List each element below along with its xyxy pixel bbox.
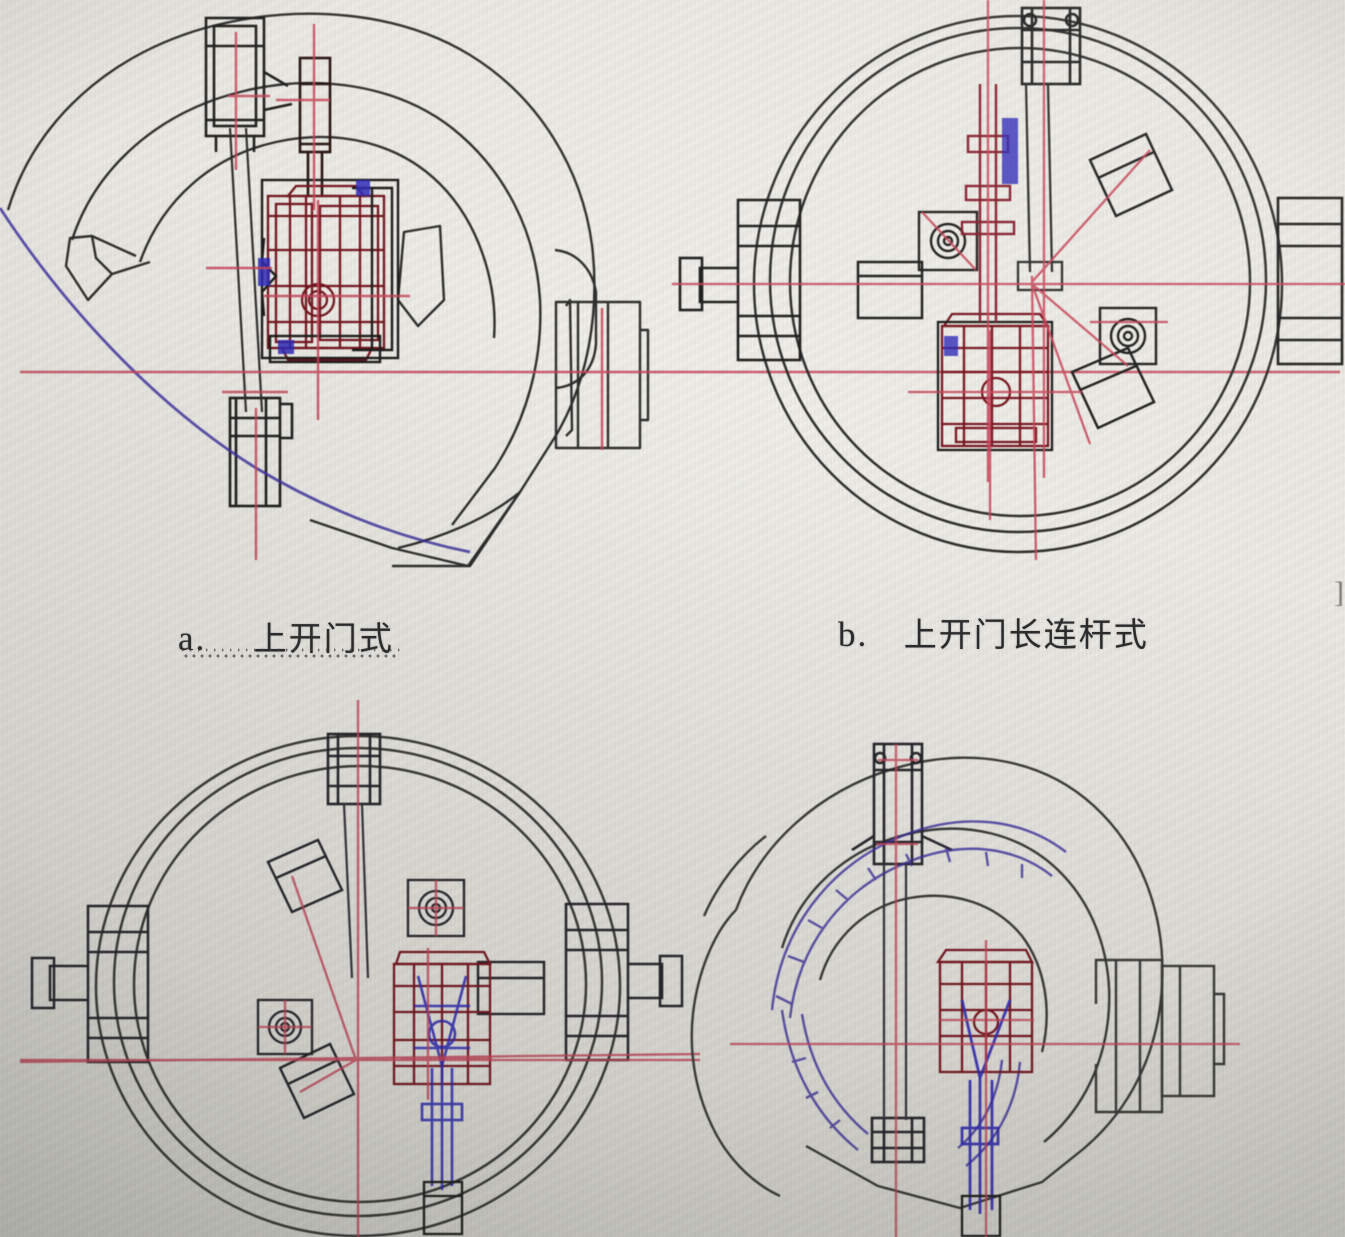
caption-b: b. 上开门长连杆式 [838,608,1149,656]
lifting-eye-upper [917,210,979,272]
drive-rod-foot-c [422,1180,464,1236]
door-swing-arc [0,207,471,554]
caption-b-label: b. [838,615,868,654]
vessel-profile-d [690,756,1226,1210]
lock-mechanism-b [940,312,1051,448]
latch-pad-lower [1070,346,1156,430]
side-lug-right-c [564,902,684,1062]
drive-rod-d [960,999,1012,1214]
lock-mechanism-assembly [266,184,386,362]
door-swing-arc-d [770,820,1067,1167]
side-lug-right [1276,196,1344,366]
hinge-bracket-top-c [326,732,382,806]
edge-partial-mark: ] [1334,576,1344,610]
hinge-bracket-top-b [1020,6,1082,86]
centerline-d [730,744,1240,1237]
tie-rod-d [882,864,908,1120]
long-connecting-rod [1016,83,1064,292]
bearing-block-bottom-d [870,1116,926,1164]
caption-b-text: 上开门长连杆式 [904,615,1149,654]
vertical-rod-c [342,803,370,979]
lifting-eye-lower [1098,306,1158,366]
lock-mechanism-c [392,950,492,1086]
accent-pad [258,180,370,354]
centerline-c [19,700,701,1237]
caption-a-wavy-underline [182,648,400,658]
latch-pad-lower-c [278,1042,356,1120]
centerline-b [672,0,1345,561]
latch-pad-upper-c [266,838,344,914]
side-lug-left [678,198,802,362]
tie-rod [228,127,264,413]
side-lug-left-c [30,904,150,1064]
accent-pad-b [944,118,1018,356]
port-block [856,260,924,320]
